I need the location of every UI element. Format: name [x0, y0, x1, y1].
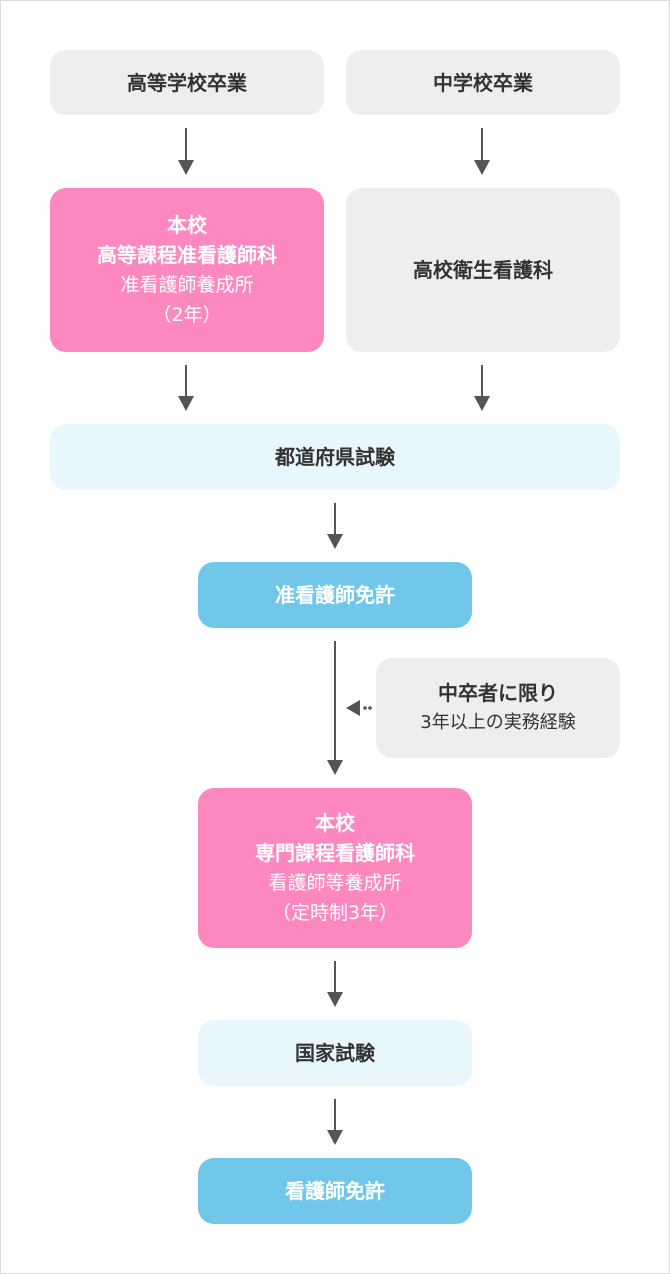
arrow-assistant-license-to-nurse-course	[327, 641, 343, 775]
assistant-nurse-license-label: 准看護師免許	[275, 583, 395, 607]
assistant-course-school: 本校	[167, 213, 207, 237]
assistant-course-title: 高等課程准看護師科	[97, 243, 277, 267]
assistant-nurse-course-box: 本校 高等課程准看護師科 准看護師養成所 （2年）	[50, 188, 324, 352]
highschool-health-nursing-box: 高校衛生看護科	[346, 188, 620, 352]
highschool-health-nursing-label: 高校衛生看護科	[413, 258, 553, 282]
assistant-course-duration: （2年）	[152, 304, 222, 326]
experience-note-detail: 3年以上の実務経験	[420, 712, 576, 733]
juniorhigh-graduation-box: 中学校卒業	[346, 50, 620, 115]
nurse-license-label: 看護師免許	[285, 1179, 385, 1203]
arrow-highschool-to-course	[178, 128, 194, 175]
assistant-course-type: 准看護師養成所	[120, 274, 254, 296]
experience-note-box: 中卒者に限り 3年以上の実務経験	[376, 658, 620, 758]
arrow-health-to-exam-right	[474, 365, 490, 411]
nurse-course-box: 本校 専門課程看護師科 看護師等養成所 （定時制3年）	[198, 788, 472, 948]
national-exam-box: 国家試験	[198, 1020, 472, 1086]
nurse-course-school: 本校	[315, 811, 355, 835]
prefectural-exam-label: 都道府県試験	[275, 445, 395, 469]
highschool-graduation-box: 高等学校卒業	[50, 50, 324, 115]
arrow-national-exam-to-license	[327, 1099, 343, 1145]
juniorhigh-graduation-label: 中学校卒業	[433, 70, 533, 95]
arrow-nurse-course-to-national-exam	[327, 961, 343, 1007]
arrow-course-to-exam-left	[178, 365, 194, 411]
national-exam-label: 国家試験	[295, 1041, 375, 1065]
nurse-course-type: 看護師等養成所	[268, 872, 402, 894]
nurse-license-box: 看護師免許	[198, 1158, 472, 1224]
arrow-juniorhigh-to-health	[474, 128, 490, 175]
experience-note-title: 中卒者に限り	[438, 681, 558, 705]
arrow-exam-to-assistant-license	[327, 503, 343, 549]
arrow-note-dotted	[346, 700, 372, 716]
assistant-nurse-license-box: 准看護師免許	[198, 562, 472, 628]
prefectural-exam-box: 都道府県試験	[50, 424, 620, 490]
highschool-graduation-label: 高等学校卒業	[127, 70, 247, 95]
nurse-course-title: 専門課程看護師科	[255, 841, 415, 865]
nurse-course-duration: （定時制3年）	[271, 902, 399, 924]
